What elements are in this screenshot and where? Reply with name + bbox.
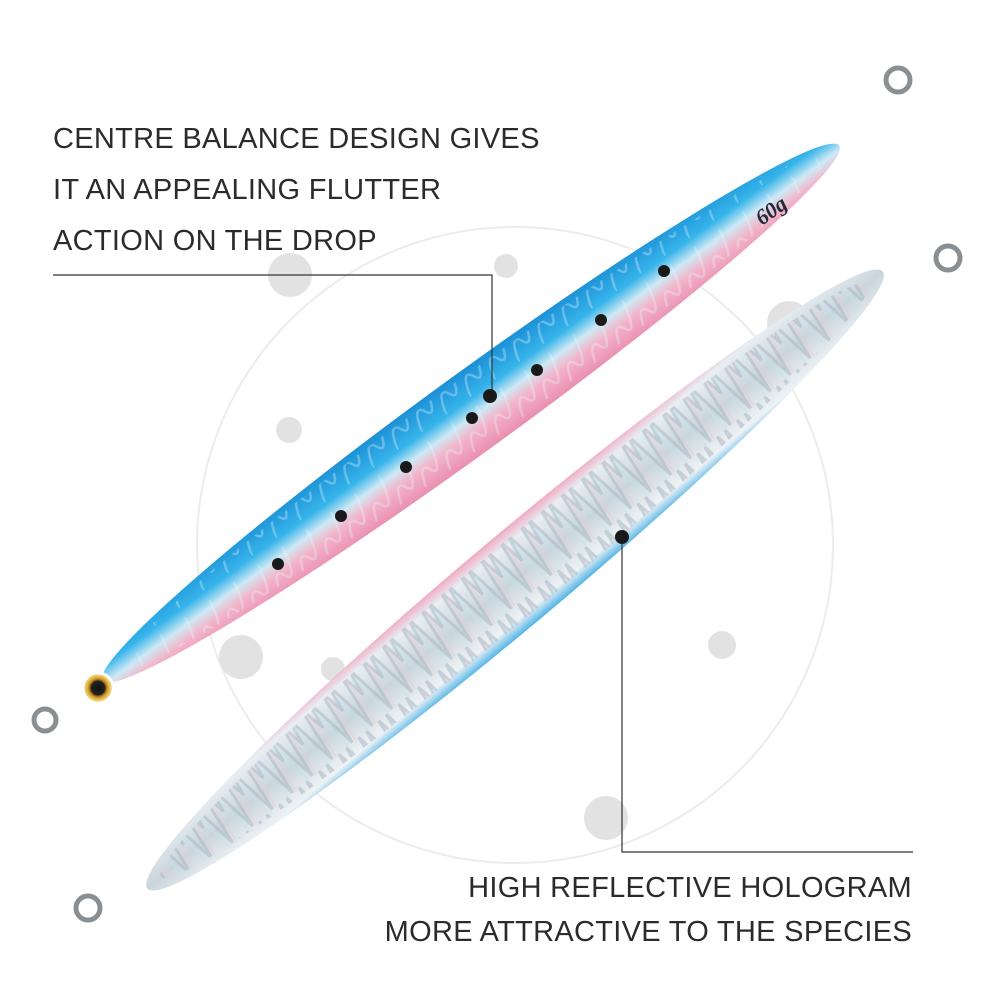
callout-bottom-line-2: MORE ATTRACTIVE TO THE SPECIES <box>384 916 912 948</box>
blue-pink-lure <box>31 65 913 734</box>
lure-eye-icon <box>81 671 115 705</box>
head-ring-2-icon <box>73 893 103 923</box>
callout-bottom-text: HIGH REFLECTIVE HOLOGRAM MORE ATTRACTIVE… <box>385 866 912 954</box>
callout-leader-bottom <box>615 530 913 853</box>
callout-top-text: CENTRE BALANCE DESIGN GIVES IT AN APPEAL… <box>53 114 540 267</box>
tail-ring-2-icon <box>933 243 963 273</box>
callout-top-line-1: CENTRE BALANCE DESIGN GIVES <box>53 123 540 155</box>
callout-top-line-3: ACTION ON THE DROP <box>53 225 377 257</box>
callout-top-line-2: IT AN APPEALING FLUTTER <box>53 174 442 206</box>
head-ring-icon <box>31 706 59 734</box>
hologram-lure <box>73 243 963 923</box>
callout-bottom-line-1: HIGH REFLECTIVE HOLOGRAM <box>468 872 912 904</box>
tail-ring-icon <box>883 65 913 95</box>
lateral-dots <box>272 265 670 570</box>
callout-leader-top <box>53 274 497 403</box>
